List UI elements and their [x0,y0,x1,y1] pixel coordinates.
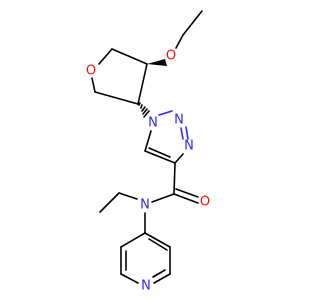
bond-py-c2-n-inner [152,269,166,278]
bond-triazole-n2-n3-b [180,127,184,140]
bond-c4-carbonyl-c [173,162,176,195]
bond-py-c4-c3-inner [148,238,168,251]
nitrogen-n3-label: N [184,139,194,154]
oxygen-ether-label: O [166,49,176,64]
bond-namide-ch2 [118,192,138,200]
bond-thf-c4-c5 [111,48,148,65]
bond-triazole-n1-n2 [158,110,173,116]
nitrogen-amide-label: N [140,198,150,213]
bond-thf-c5-o [98,48,113,65]
nitrogen-n1-label: N [148,116,158,131]
wedge-bond-c4-oether [147,59,167,66]
bond-ethyl-ch3-ch2 [182,10,203,36]
bond-py-c5-c4 [120,232,146,248]
bond-triazole-c4-c5-b [148,147,171,158]
oxygen-carbonyl-label: O [200,195,210,210]
bond-carbonyl-co-b [175,188,199,198]
hashed-bond-c3-n1 [138,102,150,118]
bond-thf-c3-c4 [137,63,148,105]
bond-py-n-c6 [120,273,139,284]
bond-py-c4-c3 [144,232,171,248]
bond-triazole-n2-n3-a [185,126,189,140]
nitrogen-pyridine-label: N [141,279,151,294]
bond-carbonyl-c-n [151,193,175,203]
bond-triazole-n3-c4 [174,153,184,164]
bond-py-c2-n [153,273,171,284]
bond-thf-o-c2 [91,77,96,93]
bond-carbonyl-co-a [173,193,199,204]
bond-triazole-c5-n1 [144,130,152,152]
bond-thf-c2-c3 [94,91,139,105]
bond-ethyl-ch2-o [175,34,184,49]
nitrogen-n2-label: N [174,113,184,128]
bond-triazole-c4-c5-a [144,150,176,164]
oxygen-ring-label: O [86,64,96,79]
molecule-structure: O O N N N O N N [86,10,210,294]
bond-ethyl2-ch2-ch3 [99,192,120,213]
